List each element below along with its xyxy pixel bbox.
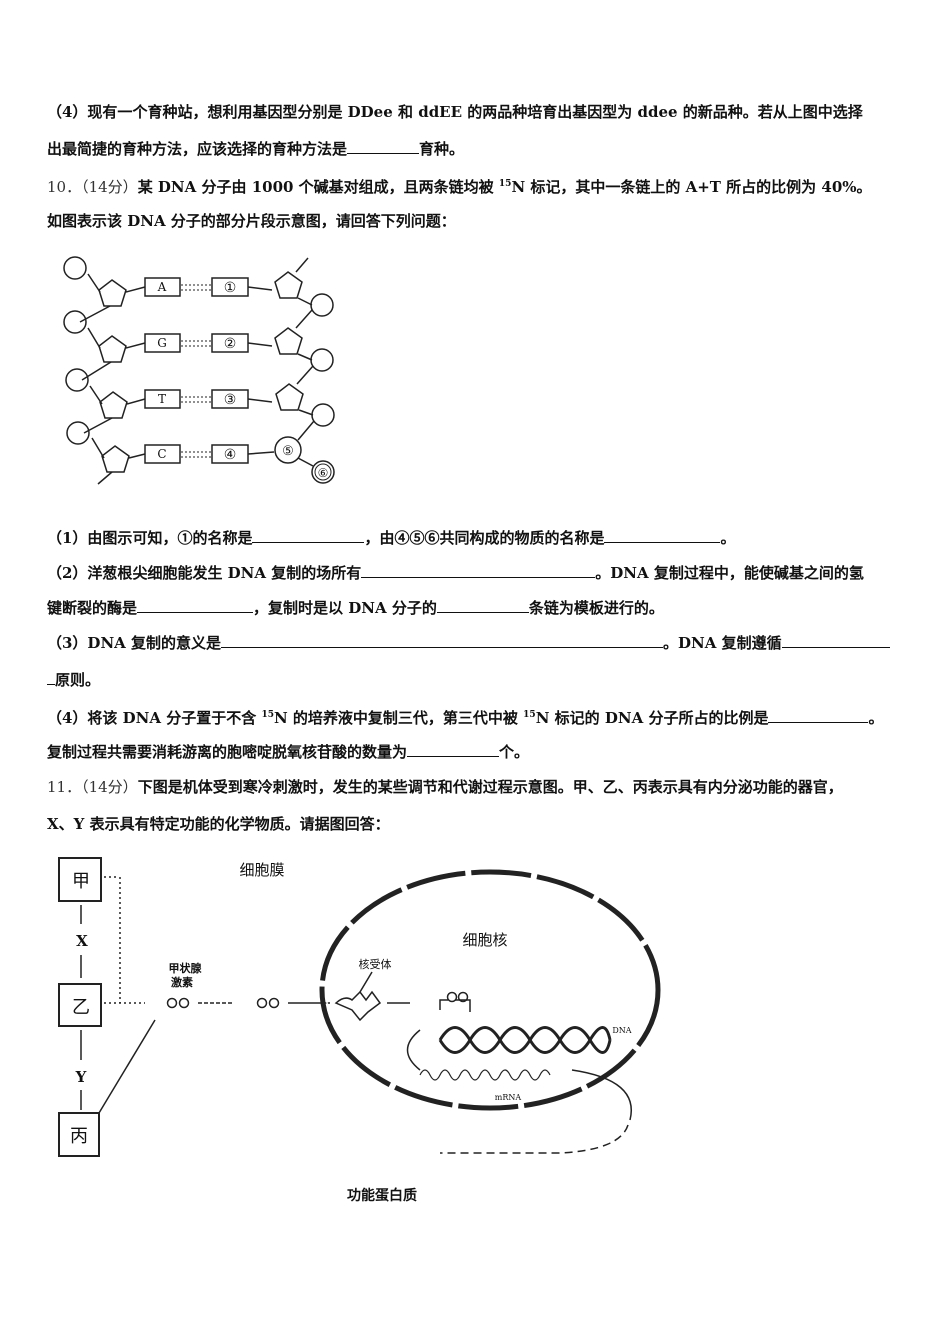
text: 原则。: [55, 671, 101, 689]
text: 。: [868, 709, 884, 727]
numbered-label-5: ⑤: [282, 444, 294, 459]
text: 。DNA 复制遵循: [663, 634, 782, 652]
numbered-label: ②: [224, 336, 237, 352]
question-number: 11．（14分）: [47, 778, 138, 796]
text: 键断裂的酶是: [47, 599, 138, 617]
membrane-label: 细胞膜: [239, 861, 284, 879]
box-yi-label: 乙: [72, 997, 90, 1018]
dna-label: DNA: [612, 1026, 631, 1035]
text: （4）将该 DNA 分子置于不含: [47, 709, 262, 727]
text: 复制过程共需要消耗游离的胞嘧啶脱氧核苷酸的数量为: [47, 743, 408, 761]
answer-blank[interactable]: [221, 633, 664, 648]
q11-stem-line1: 11．（14分）下图是机体受到寒冷刺激时，发生的某些调节和代谢过程示意图。甲、乙…: [47, 777, 843, 797]
answer-blank[interactable]: [781, 633, 890, 648]
text: 个。: [499, 743, 530, 761]
q11-stem-line2: X、Y 表示具有特定功能的化学物质。请据图回答：: [47, 815, 390, 833]
question-number: 10．（14分）: [47, 178, 138, 196]
base-label: A: [157, 280, 167, 294]
box-jia: [58, 857, 102, 902]
receptor-label: 核受体: [359, 957, 392, 971]
y-label: Y: [75, 1068, 87, 1086]
x-label: X: [76, 932, 88, 950]
q10-part4-line1: （4）将该 DNA 分子置于不含 15N 的培养液中复制三代，第三代中被 15N…: [47, 705, 883, 728]
text: （2）洋葱根尖细胞能发生 DNA 复制的场所有: [47, 564, 362, 582]
q10-part2-line2: 键断裂的酶是 ，复制时是以 DNA 分子的 条链为模板进行的。: [47, 598, 664, 618]
box-bing: [58, 1112, 100, 1157]
protein-label: 功能蛋白质: [347, 1187, 417, 1204]
answer-blank[interactable]: [137, 598, 254, 613]
text: 。DNA 复制过程中，能使碱基之间的氢: [595, 564, 864, 582]
mrna-label: mRNA: [495, 1093, 522, 1102]
answer-blank[interactable]: [768, 708, 869, 723]
answer-blank[interactable]: [407, 742, 500, 757]
nuclear-envelope: [319, 869, 661, 1111]
q10-stem-line2: 如图表示该 DNA 分子的部分片段示意图，请回答下列问题：: [47, 212, 456, 230]
base-label: C: [157, 447, 166, 461]
answer-blank[interactable]: [604, 528, 721, 543]
answer-blank[interactable]: [47, 670, 55, 685]
box-yi: [58, 983, 102, 1027]
box-bing-label: 丙: [70, 1126, 88, 1147]
text: ，由④⑤⑥共同构成的物质的名称是: [364, 529, 605, 547]
q10-part3-line2: 原则。: [47, 670, 100, 690]
text: 下图是机体受到寒冷刺激时，发生的某些调节和代谢过程示意图。甲、乙、丙表示具有内分…: [137, 778, 843, 796]
answer-blank[interactable]: [347, 139, 420, 154]
numbered-label: ①: [224, 280, 237, 296]
base-pairs: [144, 277, 275, 464]
text: （1）由图示可知，①的名称是: [47, 529, 253, 547]
superscript: 15: [498, 179, 512, 189]
superscript: 15: [523, 710, 536, 720]
answer-blank[interactable]: [361, 563, 596, 578]
numbered-label: ④: [224, 447, 237, 463]
numbered-label: ③: [224, 392, 237, 408]
base-label: T: [158, 392, 166, 406]
nucleus-label: 细胞核: [462, 931, 507, 949]
left-backbone: [63, 256, 146, 485]
q10-part1: （1）由图示可知，①的名称是 ，由④⑤⑥共同构成的物质的名称是 。: [47, 528, 735, 548]
q10-part3-line1: （3）DNA 复制的意义是 。DNA 复制遵循: [47, 633, 890, 653]
text: N 标记，其中一条链上的 A+T 所占的比例为 40%。: [511, 178, 872, 196]
dna-fragment-figure: A G T C ① ② ③ ④ ⑤ ⑥: [63, 256, 335, 485]
q10-part2-line1: （2）洋葱根尖细胞能发生 DNA 复制的场所有 。DNA 复制过程中，能使碱基之间…: [47, 563, 864, 583]
box-jia-label: 甲: [72, 871, 90, 892]
hormone-label: 甲状腺: [169, 961, 203, 975]
q9-part4-line1: （4）现有一个育种站，想利用基因型分别是 DDee 和 ddEE 的两品种培育出…: [47, 103, 863, 121]
superscript: 15: [261, 710, 274, 720]
text: 。: [720, 529, 736, 547]
base-label: G: [157, 336, 167, 350]
text: 条链为模板进行的。: [528, 599, 664, 617]
answer-blank[interactable]: [436, 598, 529, 613]
q10-stem-line1: 10．（14分）某 DNA 分子由 1000 个碱基对组成，且两条链均被 15N…: [47, 174, 872, 197]
hormone-label: 激素: [171, 975, 193, 989]
text: N 的培养液中复制三代，第三代中被: [274, 709, 524, 727]
regulation-figure: 甲 乙 丙 X Y 细胞膜 细胞核 甲状腺 激素 核受体 DNA mRNA 功能…: [58, 857, 661, 1204]
q9-part4-line2: 出最简捷的育种方法，应该选择的育种方法是 育种。: [47, 139, 464, 159]
text: （3）DNA 复制的意义是: [47, 634, 222, 652]
text: 某 DNA 分子由 1000 个碱基对组成，且两条链均被: [137, 178, 499, 196]
text: 育种。: [419, 140, 465, 158]
text: 出最简捷的育种方法，应该选择的育种方法是: [47, 140, 348, 158]
right-backbone: [274, 257, 335, 484]
numbered-label-6: ⑥: [318, 466, 329, 480]
text: N 标记的 DNA 分子所占的比例是: [535, 709, 769, 727]
text: ，复制时是以 DNA 分子的: [253, 599, 437, 617]
q10-part4-line2: 复制过程共需要消耗游离的胞嘧啶脱氧核苷酸的数量为 个。: [47, 742, 529, 762]
answer-blank[interactable]: [252, 528, 365, 543]
